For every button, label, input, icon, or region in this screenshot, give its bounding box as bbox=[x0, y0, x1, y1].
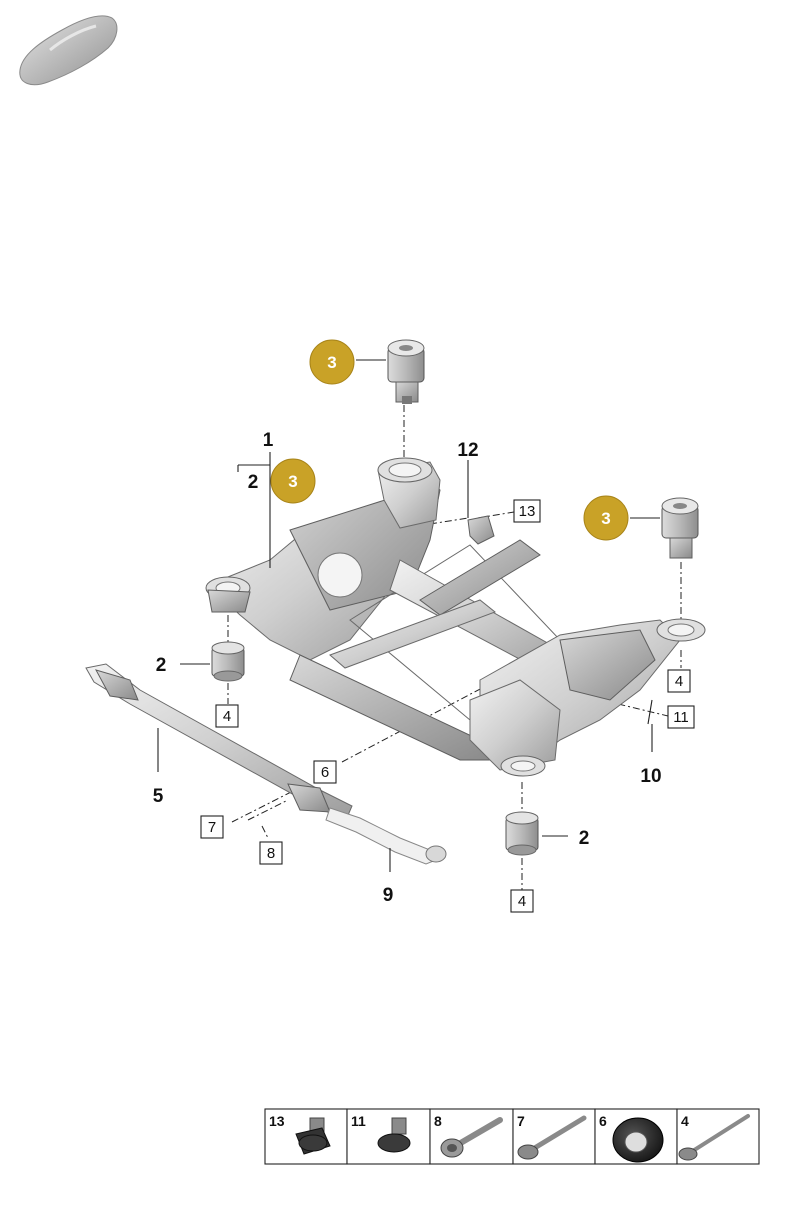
legend-number-7: 7 bbox=[517, 1113, 525, 1129]
legend-number-13: 13 bbox=[269, 1113, 285, 1129]
box-callout-11[interactable]: 11 bbox=[667, 705, 695, 729]
callout-5[interactable]: 5 bbox=[153, 786, 164, 807]
badge-3-mid-label: 3 bbox=[288, 472, 297, 491]
callout-1[interactable]: 1 bbox=[263, 430, 274, 451]
long-bolt-washer-icon bbox=[440, 1117, 503, 1158]
legend-cell-6[interactable]: 6 bbox=[594, 1108, 678, 1165]
box-callout-4-bottom-label: 4 bbox=[518, 893, 526, 910]
callout-2-top[interactable]: 2 bbox=[248, 472, 259, 493]
box-callout-4-bottom[interactable]: 4 bbox=[510, 889, 534, 913]
rubber-mount-right[interactable] bbox=[661, 497, 699, 559]
legend-number-8: 8 bbox=[434, 1113, 442, 1129]
box-callout-11-label: 11 bbox=[673, 709, 689, 726]
box-callout-6[interactable]: 6 bbox=[313, 760, 337, 784]
washer-icon bbox=[612, 1117, 664, 1163]
box-callout-4-left[interactable]: 4 bbox=[215, 704, 239, 728]
badge-3-mid[interactable]: 3 bbox=[270, 458, 316, 504]
box-callout-7[interactable]: 7 bbox=[200, 815, 224, 839]
car-silhouette-icon bbox=[19, 15, 118, 86]
callout-10[interactable]: 10 bbox=[640, 766, 661, 787]
rear-subframe[interactable] bbox=[205, 457, 706, 777]
legend-cell-7[interactable]: 7 bbox=[512, 1108, 596, 1165]
callout-12[interactable]: 12 bbox=[457, 440, 478, 461]
bracket-12[interactable] bbox=[467, 515, 495, 545]
rubber-mount-top[interactable] bbox=[387, 339, 425, 404]
box-callout-6-label: 6 bbox=[321, 764, 329, 781]
box-callout-13[interactable]: 13 bbox=[513, 499, 541, 523]
box-callout-13-label: 13 bbox=[519, 503, 536, 520]
legend-number-11: 11 bbox=[351, 1113, 366, 1129]
link-9[interactable] bbox=[325, 807, 447, 865]
box-callout-7-label: 7 bbox=[208, 819, 216, 836]
badge-3-top[interactable]: 3 bbox=[309, 339, 355, 385]
reinforcement-strut[interactable] bbox=[85, 663, 353, 821]
legend-number-4: 4 bbox=[681, 1113, 689, 1129]
callout-2-right[interactable]: 2 bbox=[579, 828, 590, 849]
box-callout-4-right-label: 4 bbox=[675, 673, 683, 690]
leader-lines bbox=[157, 359, 660, 872]
legend-number-6: 6 bbox=[599, 1113, 607, 1129]
legend-cell-13[interactable]: 13 bbox=[264, 1108, 348, 1165]
long-bolt-thin-icon bbox=[678, 1114, 750, 1161]
badge-3-top-label: 3 bbox=[327, 353, 336, 372]
badge-3-right-label: 3 bbox=[601, 509, 610, 528]
callout-2-left[interactable]: 2 bbox=[156, 655, 167, 676]
callout-9[interactable]: 9 bbox=[383, 885, 394, 906]
bushing-bottom[interactable] bbox=[505, 811, 539, 856]
fastener-legend: 13 11 8 bbox=[264, 1108, 760, 1165]
hex-bolt-short-icon bbox=[295, 1117, 331, 1155]
bolt-10-marker bbox=[647, 699, 653, 725]
box-callout-8-label: 8 bbox=[267, 845, 275, 862]
hex-bolt-short-icon bbox=[377, 1117, 411, 1153]
badge-3-right[interactable]: 3 bbox=[583, 495, 629, 541]
box-callout-4-right[interactable]: 4 bbox=[667, 669, 691, 693]
long-bolt-flange-icon bbox=[517, 1115, 587, 1160]
legend-cell-4[interactable]: 4 bbox=[676, 1108, 760, 1165]
legend-cell-8[interactable]: 8 bbox=[429, 1108, 514, 1165]
legend-cell-11[interactable]: 11 bbox=[346, 1108, 431, 1165]
box-callout-4-left-label: 4 bbox=[223, 708, 231, 725]
bushing-left[interactable] bbox=[211, 641, 245, 682]
box-callout-8[interactable]: 8 bbox=[259, 841, 283, 865]
